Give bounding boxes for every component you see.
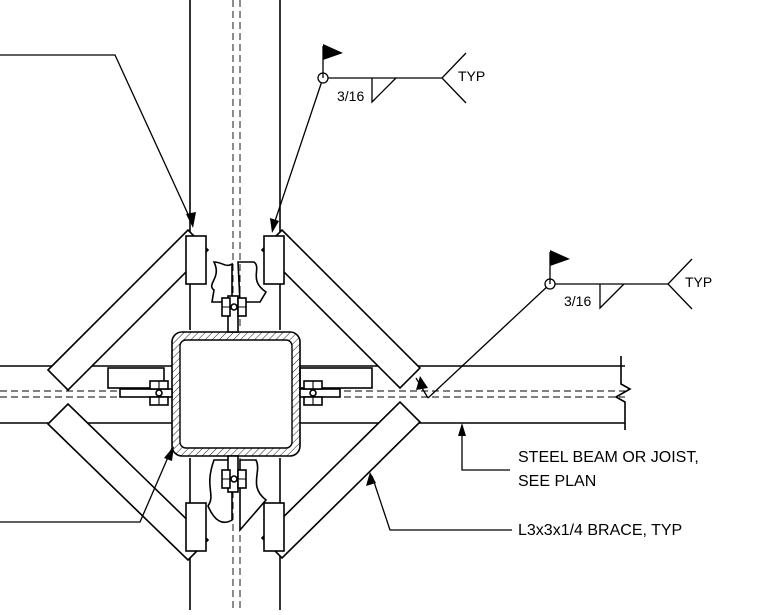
fillet-weld-triangle bbox=[599, 283, 625, 310]
brace-lower-left bbox=[46, 402, 210, 562]
bolts bbox=[149, 297, 323, 489]
brace-end-plates bbox=[107, 235, 373, 552]
weld-tail-top: TYP bbox=[458, 68, 485, 84]
weld-size-top: 3/16 bbox=[337, 88, 364, 104]
brace-note: L3x3x1/4 BRACE, TYP bbox=[518, 522, 682, 539]
hss-column bbox=[171, 331, 301, 457]
bolt-bottom bbox=[221, 469, 247, 489]
weld-tail-right: TYP bbox=[685, 274, 712, 290]
field-weld-flag bbox=[323, 44, 343, 60]
brace-upper-left bbox=[46, 228, 210, 392]
beam-note-line2: SEE PLAN bbox=[518, 473, 596, 490]
fillet-weld-triangle bbox=[371, 77, 397, 104]
break-line bbox=[614, 356, 632, 430]
weld-symbol-right: 3/16 TYP bbox=[544, 250, 712, 310]
bolt-left bbox=[149, 380, 169, 406]
reference-tail bbox=[441, 52, 467, 104]
leader-lines bbox=[0, 54, 551, 531]
weld-symbol-top: 3/16 TYP bbox=[317, 44, 485, 104]
weld-size-right: 3/16 bbox=[564, 293, 591, 309]
reference-tail bbox=[667, 258, 693, 310]
bolt-right bbox=[303, 380, 323, 406]
field-weld-flag bbox=[550, 250, 570, 266]
bolt-top bbox=[221, 297, 247, 317]
beam-note-line1: STEEL BEAM OR JOIST, bbox=[518, 449, 699, 466]
